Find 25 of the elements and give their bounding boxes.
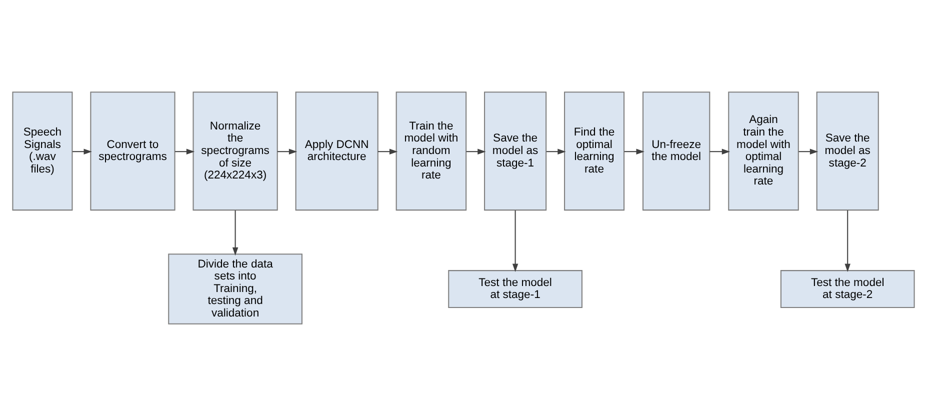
arrow	[378, 148, 398, 154]
arrow	[175, 148, 195, 154]
node-box: Test the model at stage-1	[448, 270, 582, 308]
node-box: Save the model as stage-2	[816, 92, 879, 211]
node-box: Speech Signals (.wav files)	[12, 92, 73, 211]
node-box: Normalize the spectrograms of size (224x224x3)	[192, 92, 278, 211]
arrow	[232, 210, 238, 256]
node-box: Apply DCNN architecture	[295, 92, 378, 211]
node-box: Train the model with random learning rate	[396, 92, 467, 211]
node-box: Convert to spectrograms	[90, 92, 176, 211]
arrow	[512, 210, 518, 272]
node-box: Divide the data sets into Training, testing and validation	[168, 254, 302, 324]
node-box: Un-freeze the model	[642, 92, 710, 211]
arrow	[624, 148, 644, 154]
arrow	[466, 148, 486, 154]
arrow	[277, 148, 298, 154]
arrow	[844, 210, 850, 272]
arrow	[72, 148, 92, 154]
arrow	[710, 148, 730, 154]
arrow	[546, 148, 566, 154]
node-box: Again train the model with optimal learning rate	[728, 92, 799, 211]
node-box: Find the optimal learning rate	[564, 92, 625, 211]
node-box: Test the model at stage-2	[780, 270, 915, 308]
arrow	[798, 148, 818, 154]
node-box: Save the model as stage-1	[484, 92, 547, 211]
